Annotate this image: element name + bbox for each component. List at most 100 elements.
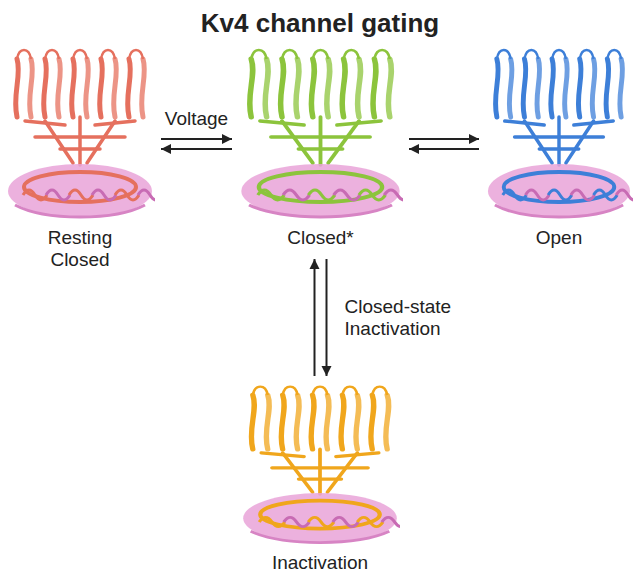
cytoplasmic-domain bbox=[8, 164, 152, 218]
helix bbox=[265, 59, 268, 117]
helix bbox=[296, 59, 299, 117]
loop bbox=[313, 387, 328, 395]
loop bbox=[129, 50, 143, 59]
coil bbox=[503, 190, 527, 200]
loop bbox=[45, 50, 59, 59]
coil bbox=[92, 190, 116, 200]
cytoplasmic-domain bbox=[241, 164, 399, 218]
arrow-head bbox=[161, 144, 171, 154]
helix bbox=[523, 59, 526, 117]
protein-state-node: Closed* bbox=[238, 45, 403, 249]
loop bbox=[524, 50, 538, 59]
arrow-head bbox=[409, 144, 419, 154]
loop bbox=[497, 50, 511, 59]
helix bbox=[72, 59, 75, 117]
helix bbox=[251, 395, 254, 449]
equilibrium-arrows bbox=[161, 134, 232, 154]
helix bbox=[356, 395, 359, 449]
helix bbox=[373, 59, 376, 117]
linker bbox=[35, 135, 125, 139]
helix bbox=[342, 59, 345, 117]
coil bbox=[251, 531, 390, 542]
edge-label: Voltage bbox=[165, 108, 228, 130]
coil bbox=[115, 190, 139, 200]
helix bbox=[296, 395, 299, 449]
helix bbox=[114, 59, 117, 117]
linker bbox=[87, 121, 115, 163]
coil bbox=[334, 190, 360, 200]
linker bbox=[45, 121, 73, 163]
linker bbox=[566, 121, 594, 163]
linker bbox=[319, 117, 323, 165]
state-label: Resting Closed bbox=[35, 227, 125, 271]
cytoplasmic-ring bbox=[259, 172, 382, 202]
helix bbox=[578, 59, 581, 117]
linker bbox=[271, 135, 370, 139]
cytoplasmic-domain bbox=[243, 493, 397, 543]
coil bbox=[46, 190, 70, 200]
helix bbox=[326, 395, 329, 449]
linker bbox=[327, 453, 357, 492]
arrow-head bbox=[310, 259, 320, 269]
loop bbox=[251, 50, 266, 59]
cytoplasmic-ring bbox=[24, 172, 136, 202]
linker bbox=[299, 477, 342, 480]
coil bbox=[69, 190, 93, 200]
helix bbox=[281, 395, 284, 449]
loop bbox=[372, 387, 387, 395]
arrow-head bbox=[222, 134, 232, 144]
loop bbox=[344, 50, 359, 59]
coil bbox=[23, 190, 47, 200]
coil bbox=[308, 190, 334, 200]
state-label: Closed* bbox=[261, 227, 381, 249]
helix bbox=[495, 59, 498, 117]
arrow-line bbox=[314, 259, 316, 376]
arrow-head bbox=[322, 366, 332, 376]
protein-structure bbox=[243, 387, 400, 544]
protein-state-node: Resting Closed bbox=[5, 45, 155, 271]
protein-illustration bbox=[240, 382, 400, 550]
state-label: Open bbox=[499, 227, 619, 249]
coil bbox=[259, 517, 285, 526]
equilibrium-arrows bbox=[310, 259, 332, 376]
coil bbox=[333, 517, 359, 526]
helix bbox=[371, 395, 374, 449]
coil bbox=[357, 517, 383, 526]
linker bbox=[282, 121, 313, 163]
cytoplasmic-domain bbox=[488, 164, 630, 218]
helix bbox=[620, 59, 623, 117]
equilibrium-arrows bbox=[409, 134, 479, 154]
linker bbox=[60, 147, 100, 151]
coil bbox=[594, 190, 618, 200]
protein-illustration bbox=[5, 45, 155, 225]
linker bbox=[283, 453, 313, 492]
loop bbox=[73, 50, 87, 59]
helix bbox=[551, 59, 554, 117]
coil bbox=[525, 190, 549, 200]
helix bbox=[592, 59, 595, 117]
loop bbox=[283, 387, 298, 395]
helix bbox=[537, 59, 540, 117]
arrow-line bbox=[409, 138, 479, 140]
linker bbox=[539, 147, 578, 151]
helix bbox=[341, 395, 344, 449]
linker bbox=[272, 466, 368, 469]
linker bbox=[78, 117, 82, 165]
coil bbox=[548, 190, 572, 200]
loop bbox=[374, 50, 389, 59]
coil bbox=[384, 190, 403, 200]
state-label: Inactivation bbox=[250, 552, 390, 574]
helix bbox=[327, 59, 330, 117]
helix bbox=[250, 59, 253, 117]
loop bbox=[253, 387, 268, 395]
coil bbox=[258, 190, 284, 200]
linker bbox=[318, 449, 322, 494]
linker bbox=[515, 135, 604, 139]
helix bbox=[311, 395, 314, 449]
coil bbox=[15, 205, 145, 217]
coil bbox=[249, 205, 392, 217]
diagram-title: Kv4 channel gating bbox=[0, 8, 640, 38]
coil bbox=[616, 190, 633, 200]
helix bbox=[30, 59, 33, 117]
